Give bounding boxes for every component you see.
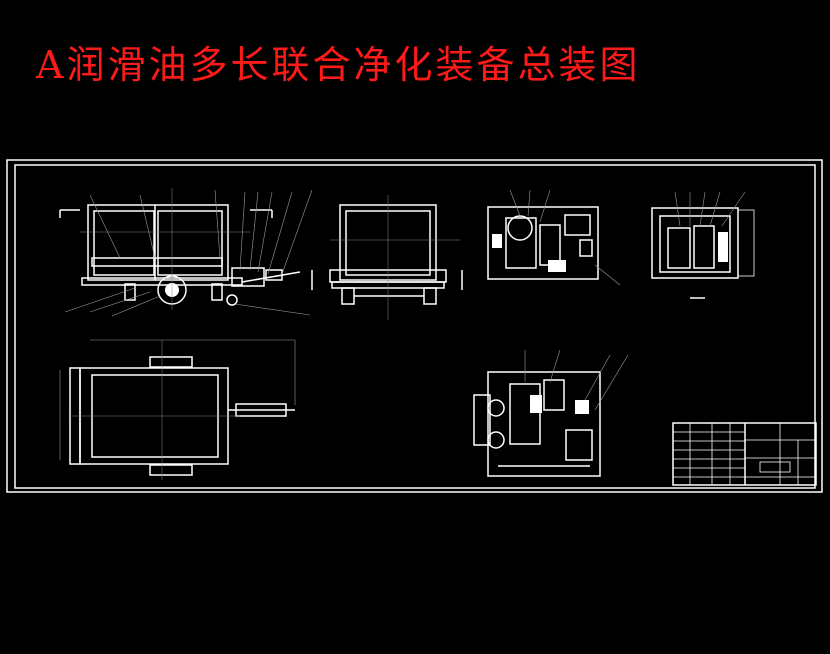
- section-view: [473, 349, 629, 477]
- title-block: [672, 422, 817, 486]
- plan-view-right: [651, 191, 755, 299]
- inner-frame: [14, 164, 816, 489]
- outer-frame: [6, 159, 823, 493]
- side-view: [311, 195, 463, 320]
- front-view: [59, 188, 313, 317]
- drawing-title: A润滑油多长联合净化装备总装图: [36, 43, 641, 87]
- top-view: [59, 339, 296, 480]
- plan-view-upper: [487, 189, 621, 286]
